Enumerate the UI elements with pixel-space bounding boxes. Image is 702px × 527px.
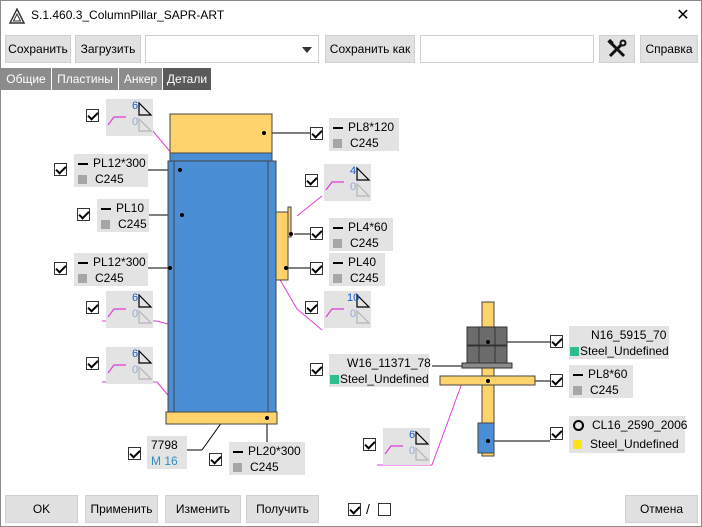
help-button[interactable]: Справка [640, 35, 698, 63]
fillet-weld-icon [384, 430, 430, 461]
label-flange-top[interactable]: PL12*300 C245 [74, 154, 148, 187]
chevron-down-icon [302, 47, 312, 53]
material-swatch-icon [330, 375, 339, 385]
checkbox-weld-1[interactable] [86, 109, 99, 122]
save-as-button[interactable]: Сохранить как [325, 35, 415, 63]
top-cap-plate [169, 113, 273, 154]
material-swatch-icon [101, 220, 110, 230]
profile-icon [333, 261, 343, 264]
checkbox-bolt-ref[interactable] [128, 447, 141, 460]
profile-icon [333, 126, 343, 129]
weld-symbol-3[interactable]: 10 0 [324, 291, 371, 328]
profile-icon [233, 450, 243, 453]
select-all-checkbox[interactable] [348, 503, 361, 516]
checkbox-weld-3[interactable] [305, 301, 318, 314]
label-top-cap[interactable]: PL8*120 C245 [329, 118, 399, 151]
stiffener-plate [287, 206, 292, 238]
weld-symbol-6[interactable]: 6 0 [383, 428, 430, 465]
profile-icon [78, 261, 88, 264]
material-swatch-icon [570, 347, 579, 357]
checkbox-washer[interactable] [310, 363, 323, 376]
modify-button[interactable]: Изменить [165, 495, 241, 523]
load-button[interactable]: Загрузить [75, 35, 141, 63]
column-body [167, 160, 277, 413]
tab-strip: Общие Пластины Анкер Детали [1, 68, 701, 90]
label-anchor-plate[interactable]: PL8*60 C245 [569, 365, 633, 398]
fillet-weld-icon [107, 293, 153, 324]
app-logo-icon [9, 8, 25, 24]
toggle-separator: / [366, 501, 370, 517]
material-swatch-icon [333, 139, 342, 149]
checkbox-stiffener[interactable] [310, 227, 323, 240]
profile-icon [78, 162, 88, 165]
profile-icon [333, 226, 343, 229]
checkbox-flange-top[interactable] [54, 163, 67, 176]
weld-symbol-4[interactable]: 6 0 [106, 291, 153, 328]
fillet-weld-icon [325, 293, 371, 324]
apply-button[interactable]: Применить [85, 495, 158, 523]
label-web[interactable]: PL10 C245 [97, 199, 149, 232]
fillet-weld-icon [325, 166, 371, 197]
material-swatch-icon [333, 274, 342, 284]
checkbox-flange-bottom[interactable] [54, 262, 67, 275]
save-as-name-input[interactable] [420, 35, 594, 63]
weld-symbol-5[interactable]: 6 0 [106, 347, 153, 384]
tab-general[interactable]: Общие [1, 68, 51, 90]
ok-button[interactable]: OK [5, 495, 78, 523]
clear-all-checkbox[interactable] [378, 503, 391, 516]
label-nut[interactable]: N16_5915_70 Steel_Undefined [569, 326, 669, 359]
label-flange-bottom[interactable]: PL12*300 C245 [74, 253, 148, 286]
checkbox-weld-5[interactable] [86, 357, 99, 370]
checkbox-weld-4[interactable] [86, 301, 99, 314]
label-anchor-bolt[interactable]: CL16_2590_2006 Steel_Undefined [569, 416, 687, 453]
label-bolt-ref[interactable]: 7798 M 16 [147, 436, 187, 469]
checkbox-anchor-bolt[interactable] [550, 427, 563, 440]
label-base-plate[interactable]: PL20*300 C245 [229, 442, 305, 475]
checkbox-anchor-plate[interactable] [550, 374, 563, 387]
tools-button[interactable] [599, 35, 635, 63]
tools-icon [607, 38, 627, 58]
weld-symbol-1[interactable]: 6 0 [106, 99, 153, 136]
close-icon: ✕ [676, 7, 690, 24]
checkbox-weld-6[interactable] [363, 438, 376, 451]
checkbox-top-cap[interactable] [310, 127, 323, 140]
material-swatch-icon [78, 175, 87, 185]
material-swatch-icon [233, 463, 242, 473]
circle-icon [573, 420, 584, 432]
material-swatch-icon [78, 274, 87, 284]
base-plate [165, 411, 278, 425]
side-plate [275, 211, 289, 281]
checkbox-weld-2[interactable] [305, 174, 318, 187]
title-bar: S.1.460.3_ColumnPillar_SAPR-ART ✕ [1, 1, 701, 31]
checkbox-base-plate[interactable] [209, 453, 222, 466]
window-title: S.1.460.3_ColumnPillar_SAPR-ART [31, 8, 225, 22]
column-drawing [102, 113, 550, 466]
profile-icon [101, 207, 111, 210]
details-drawing: PL8*120 C245 PL12*300 C245 PL10 C245 PL1… [2, 90, 701, 490]
profile-icon [573, 373, 583, 376]
nut-top [466, 326, 508, 346]
material-swatch-icon [573, 386, 582, 396]
close-button[interactable]: ✕ [671, 4, 695, 28]
weld-symbol-2[interactable]: 4 0 [324, 164, 371, 201]
fillet-weld-icon [107, 101, 153, 132]
tab-details[interactable]: Детали [163, 68, 211, 90]
checkbox-web[interactable] [77, 208, 90, 221]
preset-select[interactable] [145, 35, 319, 63]
label-side-plate[interactable]: PL40 C245 [329, 253, 385, 286]
washer [461, 362, 513, 369]
fillet-weld-icon [107, 349, 153, 380]
get-button[interactable]: Получить [246, 495, 319, 523]
save-button[interactable]: Сохранить [5, 35, 71, 63]
material-swatch-icon [573, 440, 582, 450]
checkbox-side-plate[interactable] [310, 262, 323, 275]
checkbox-nut[interactable] [550, 335, 563, 348]
cancel-button[interactable]: Отмена [625, 495, 698, 523]
material-swatch-icon [333, 239, 342, 249]
tab-anchor[interactable]: Анкер [119, 68, 162, 90]
label-stiffener[interactable]: PL4*60 C245 [329, 218, 393, 251]
tab-plates[interactable]: Пластины [52, 68, 118, 90]
label-washer[interactable]: W16_11371_78 Steel_Undefined [329, 354, 431, 387]
